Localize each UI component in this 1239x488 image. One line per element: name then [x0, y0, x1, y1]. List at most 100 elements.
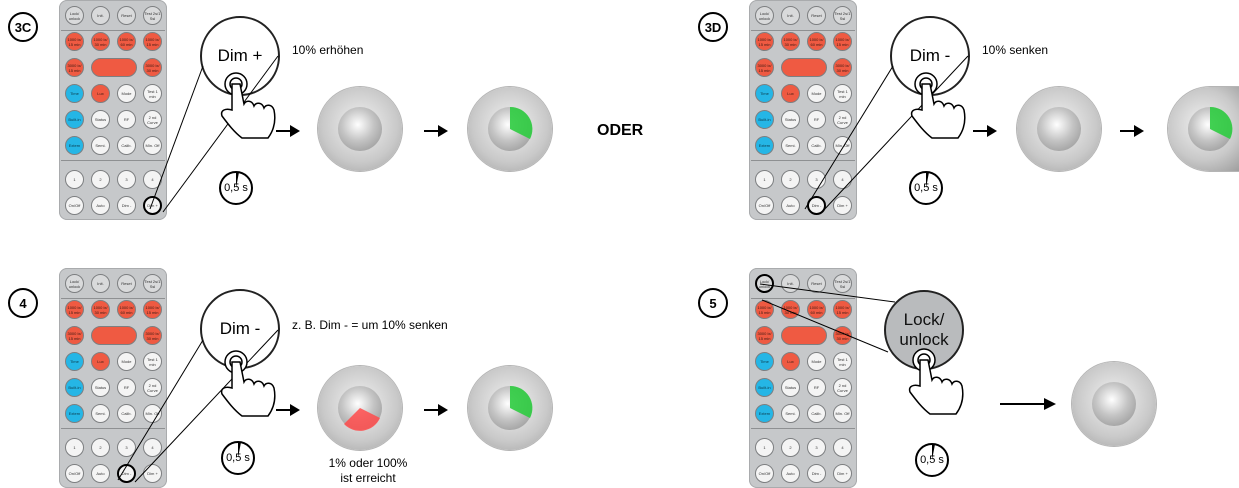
remote-button[interactable]: Mode	[807, 352, 826, 371]
remote-button[interactable]: On/Off	[65, 464, 84, 483]
remote-button[interactable]: Time	[65, 352, 84, 371]
remote-button[interactable]: Built-in	[755, 110, 774, 129]
remote-button[interactable]: Init.	[781, 274, 800, 293]
remote-button[interactable]: 3000 lx/ 15 min	[755, 326, 774, 345]
remote-button[interactable]: Min. Off	[143, 404, 162, 423]
remote-button[interactable]: Mode	[117, 84, 136, 103]
remote-button[interactable]: Status	[781, 110, 800, 129]
remote-button[interactable]: 3000 lx/ 15 min	[755, 58, 774, 77]
remote-button[interactable]: 3	[117, 438, 136, 457]
remote-button[interactable]: Init.	[781, 6, 800, 25]
remote-button[interactable]: Semi.	[91, 136, 110, 155]
remote-button[interactable]: 3000 lx/ 30 min	[833, 326, 852, 345]
remote-button[interactable]: RF	[807, 378, 826, 397]
remote-button[interactable]: Lux	[91, 84, 110, 103]
remote-button[interactable]: Status	[781, 378, 800, 397]
remote-button[interactable]: 1000 lx/ 15 min	[755, 300, 774, 319]
remote-button[interactable]: Test 2s/1 Ssl	[833, 274, 852, 293]
remote-button[interactable]: Lux	[91, 352, 110, 371]
remote-button[interactable]: RF	[117, 378, 136, 397]
remote-button[interactable]: Lock/ unlock	[65, 6, 84, 25]
remote-button[interactable]: On/Off	[65, 196, 84, 215]
remote-button[interactable]: 1000 lx/ 15 min	[833, 32, 852, 51]
remote-button[interactable]: Built-in	[65, 378, 84, 397]
remote-button[interactable]: Time	[755, 84, 774, 103]
remote-button[interactable]: 2 nd Curve	[833, 110, 852, 129]
remote-button[interactable]: Min. Off	[143, 136, 162, 155]
remote-button[interactable]: 2	[781, 170, 800, 189]
remote-button[interactable]: 4	[143, 170, 162, 189]
remote-button[interactable]: 1000 lx/ 60 min	[117, 32, 136, 51]
remote-button[interactable]: 1000 lx/ 30 min	[91, 32, 110, 51]
remote-button[interactable]: Extern	[755, 404, 774, 423]
remote-button[interactable]: 1000 lx/ 15 min	[65, 32, 84, 51]
remote-button[interactable]: Reset	[117, 6, 136, 25]
remote-button[interactable]	[781, 58, 827, 77]
remote-button[interactable]: Built-in	[65, 110, 84, 129]
remote-button[interactable]: 3000 lx/ 15 min	[65, 326, 84, 345]
remote-button[interactable]: Auto	[91, 196, 110, 215]
remote-button[interactable]: Reset	[807, 6, 826, 25]
remote-button[interactable]: Dim +	[833, 464, 852, 483]
remote-button[interactable]: 1000 lx/ 60 min	[807, 300, 826, 319]
remote-button[interactable]: 1000 lx/ 15 min	[755, 32, 774, 51]
remote-button[interactable]: Test 1 min	[143, 352, 162, 371]
remote-button[interactable]: 1000 lx/ 30 min	[91, 300, 110, 319]
remote-button[interactable]: Test 1 min	[833, 352, 852, 371]
remote-button[interactable]: Built-in	[755, 378, 774, 397]
remote-button[interactable]: Semi.	[91, 404, 110, 423]
remote-button[interactable]: 2 nd Curve	[143, 110, 162, 129]
remote-button[interactable]: Test 1 min	[143, 84, 162, 103]
remote-button[interactable]: Dim +	[833, 196, 852, 215]
remote-button[interactable]: Dim +	[143, 464, 162, 483]
remote-button[interactable]: Calib.	[807, 136, 826, 155]
remote-button[interactable]: 1000 lx/ 60 min	[807, 32, 826, 51]
remote-button[interactable]: 1	[755, 170, 774, 189]
remote-button[interactable]: RF	[807, 110, 826, 129]
remote-button[interactable]: Auto	[781, 196, 800, 215]
remote-button[interactable]: 2 nd Curve	[833, 378, 852, 397]
remote-button[interactable]	[91, 58, 137, 77]
remote-button[interactable]: Init.	[91, 6, 110, 25]
remote-button[interactable]: Extern	[65, 404, 84, 423]
remote-button[interactable]: 1000 lx/ 60 min	[117, 300, 136, 319]
remote-button[interactable]: Extern	[755, 136, 774, 155]
remote-button[interactable]: Lock/ unlock	[755, 6, 774, 25]
remote-button[interactable]: 4	[833, 438, 852, 457]
remote-button[interactable]: Time	[755, 352, 774, 371]
remote-button[interactable]: RF	[117, 110, 136, 129]
remote-button[interactable]: Semi.	[781, 136, 800, 155]
remote-button[interactable]: Dim +	[143, 196, 162, 215]
remote-button[interactable]: 3000 lx/ 30 min	[143, 326, 162, 345]
remote-button[interactable]: 4	[143, 438, 162, 457]
remote-button[interactable]: 3000 lx/ 15 min	[65, 58, 84, 77]
remote-button[interactable]: 4	[833, 170, 852, 189]
remote-button[interactable]: Mode	[117, 352, 136, 371]
remote-button[interactable]: Status	[91, 378, 110, 397]
remote-button[interactable]: 3	[807, 438, 826, 457]
remote-button[interactable]: Calib.	[807, 404, 826, 423]
remote-button[interactable]: Lock/ unlock	[65, 274, 84, 293]
remote-button[interactable]: Calib.	[117, 136, 136, 155]
remote-button[interactable]: Auto	[781, 464, 800, 483]
remote-button[interactable]: Test 2s/1 Ssl	[833, 6, 852, 25]
remote-button[interactable]: Mode	[807, 84, 826, 103]
remote-button[interactable]: Lux	[781, 352, 800, 371]
remote-button[interactable]: Status	[91, 110, 110, 129]
remote-button[interactable]: Init.	[91, 274, 110, 293]
remote-button[interactable]: On/Off	[755, 464, 774, 483]
remote-button[interactable]: 3	[807, 170, 826, 189]
remote-button[interactable]: Extern	[65, 136, 84, 155]
remote-button[interactable]: Min. Off	[833, 404, 852, 423]
remote-button[interactable]: 1000 lx/ 15 min	[143, 300, 162, 319]
remote-button[interactable]: Auto	[91, 464, 110, 483]
remote-button[interactable]: Test 2s/1 Ssl	[143, 6, 162, 25]
remote-button[interactable]: Lux	[781, 84, 800, 103]
remote-button[interactable]: Min. Off	[833, 136, 852, 155]
remote-button[interactable]: 1000 lx/ 15 min	[65, 300, 84, 319]
remote-button[interactable]: 3000 lx/ 30 min	[833, 58, 852, 77]
remote-button[interactable]: 3000 lx/ 30 min	[143, 58, 162, 77]
remote-button[interactable]: Dim -	[117, 196, 136, 215]
remote-button[interactable]	[781, 326, 827, 345]
remote-button[interactable]: Dim -	[807, 196, 826, 215]
